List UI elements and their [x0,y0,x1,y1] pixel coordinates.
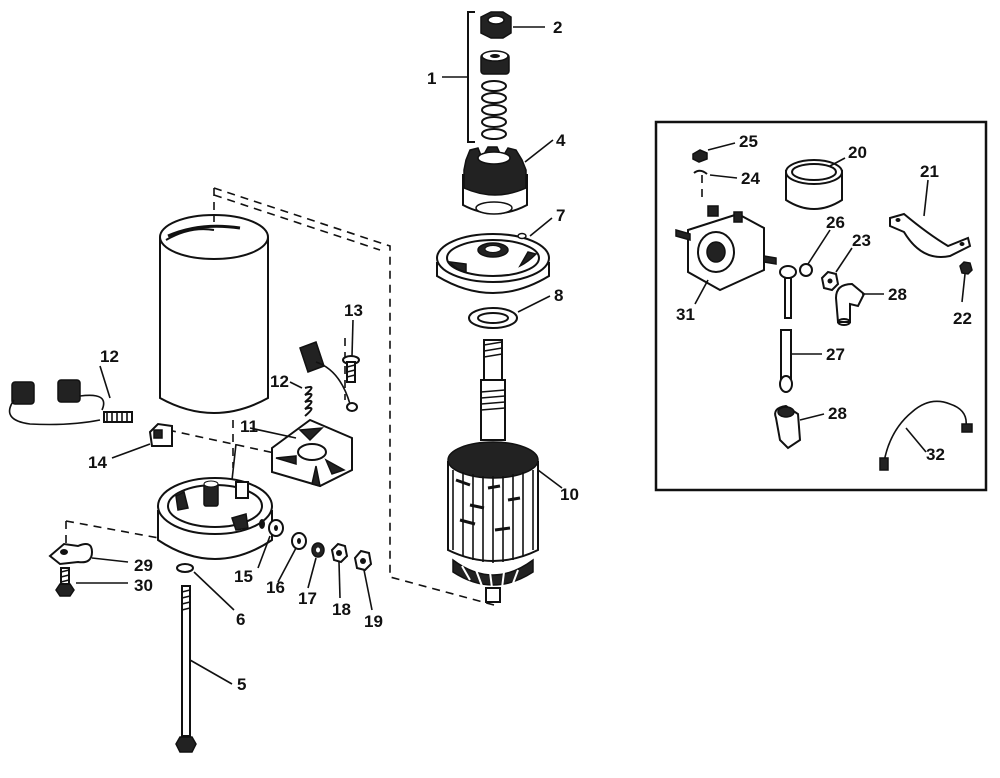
screw-22 [959,261,973,303]
cable-27 [779,265,822,393]
callout-31: 31 [676,305,695,324]
callout-14: 14 [88,453,107,472]
brush-lead-assembly [8,365,133,426]
callout-26: 26 [826,213,845,232]
pinion-nut [480,11,545,39]
clamp [48,542,129,566]
callout-29: 29 [134,556,153,575]
nut-23 [820,247,853,292]
brush-plate [249,418,353,488]
terminal-nut-25 [692,142,736,163]
callout-1: 1 [427,69,437,88]
callout-24: 24 [741,169,760,188]
callout-16: 16 [266,578,285,597]
washer-26 [799,229,831,277]
boot-28-upper [834,282,884,326]
callout-12-center: 12 [270,372,289,391]
solenoid-31 [675,205,777,305]
callout-6: 6 [236,610,246,629]
pinion-stop-collar [480,50,510,75]
thrust-washer [468,295,551,329]
armature [447,339,563,603]
callout-27: 27 [826,345,845,364]
callout-19: 19 [364,612,383,631]
solenoid-inset [654,120,988,492]
callout-22: 22 [953,309,972,328]
callout-28-lower: 28 [828,404,847,423]
callout-21: 21 [920,162,939,181]
boot-28-lower [774,404,825,450]
callout-13: 13 [344,301,363,320]
callout-8: 8 [554,286,564,305]
callout-23: 23 [852,231,871,250]
callout-10: 10 [560,485,579,504]
motor-frame [159,214,269,414]
pinion-spring [481,80,507,140]
callout-11: 11 [240,417,258,436]
commutator-end-cap [157,443,273,560]
callout-28-upper: 28 [888,285,907,304]
callout-30: 30 [134,576,153,595]
terminal-block [111,422,173,459]
lock-washer-24 [693,169,738,179]
brush-and-spring [289,341,351,417]
callout-17: 17 [298,589,317,608]
lead-wire-32 [879,400,973,471]
callout-4: 4 [556,131,566,150]
through-bolt [175,585,233,753]
brush-screw [342,319,360,412]
callout-15: 15 [234,567,253,586]
callout-12-left: 12 [100,347,119,366]
terminal-hardware [257,519,373,611]
callout-7: 7 [556,206,566,225]
inset-frame [654,120,988,492]
drive-end-cap [436,217,553,294]
callout-32: 32 [926,445,945,464]
callout-18: 18 [332,600,351,619]
pinion-drive-gear [462,139,554,215]
callout-2: 2 [553,18,563,37]
bracket-21 [889,179,972,258]
callout-20: 20 [848,143,867,162]
lock-washer [176,563,235,611]
clamp-screw [55,567,128,597]
callout-25: 25 [739,132,758,151]
pinion-assembly-bracket [442,11,475,143]
callout-5: 5 [237,675,247,694]
boot-20 [785,157,846,210]
